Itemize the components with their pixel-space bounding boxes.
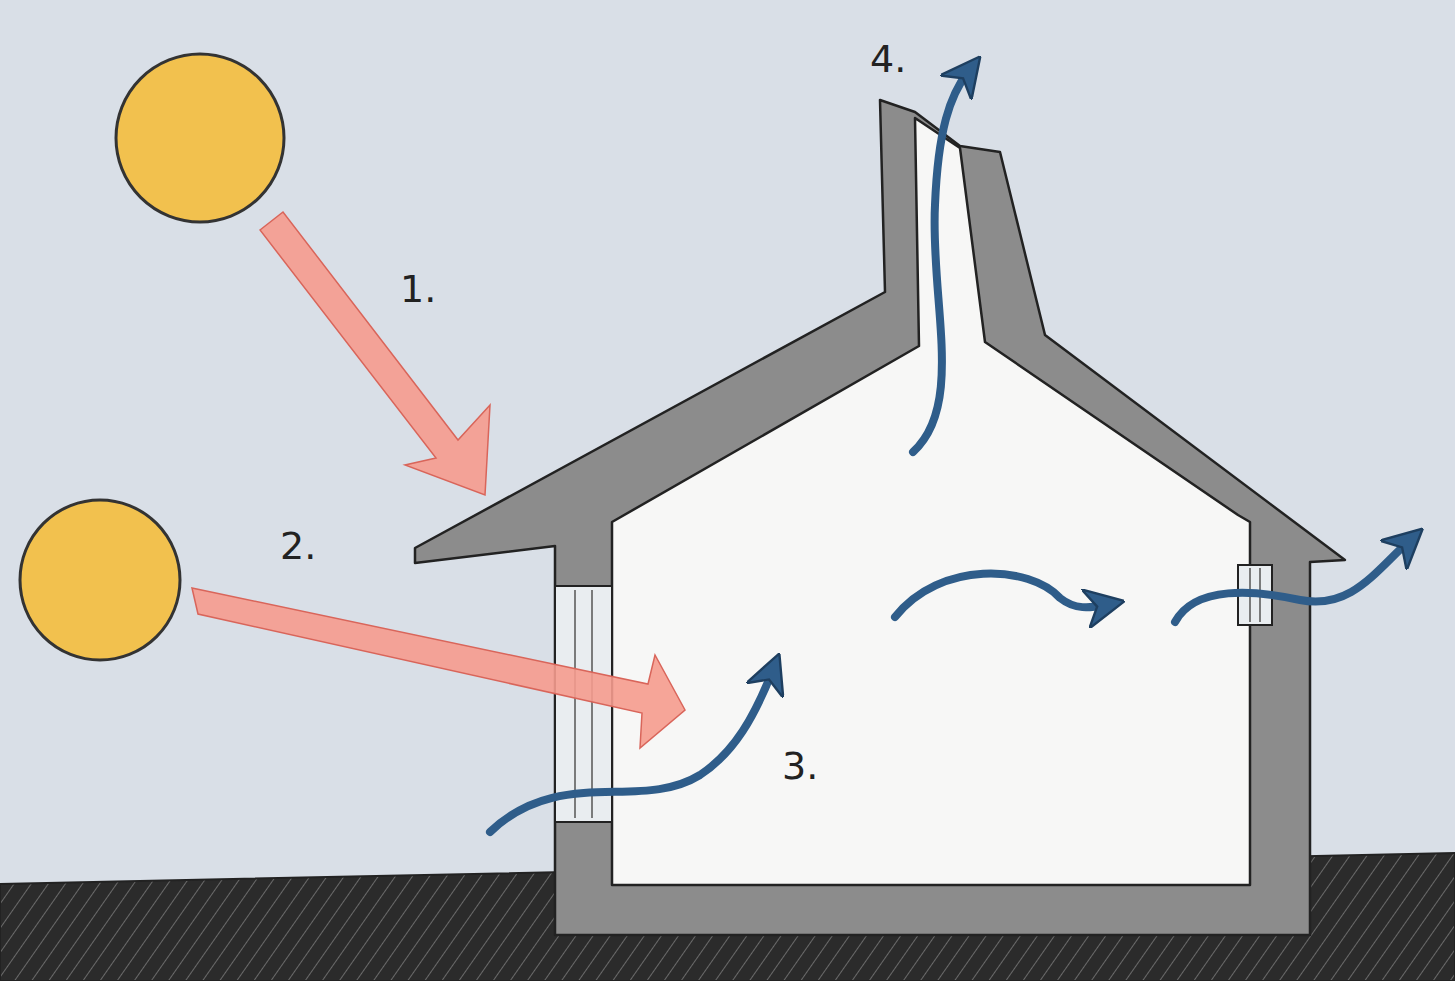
callout-number: 2. <box>280 527 316 565</box>
house-shell <box>415 100 1345 935</box>
callout-number: 3. <box>782 747 818 785</box>
solar-rays <box>192 212 685 748</box>
callout-number: 4. <box>870 40 906 78</box>
sun-high <box>116 54 284 222</box>
callout-number: 1. <box>400 270 436 308</box>
sun-low <box>20 500 180 660</box>
airflow-arrows <box>490 72 1408 832</box>
